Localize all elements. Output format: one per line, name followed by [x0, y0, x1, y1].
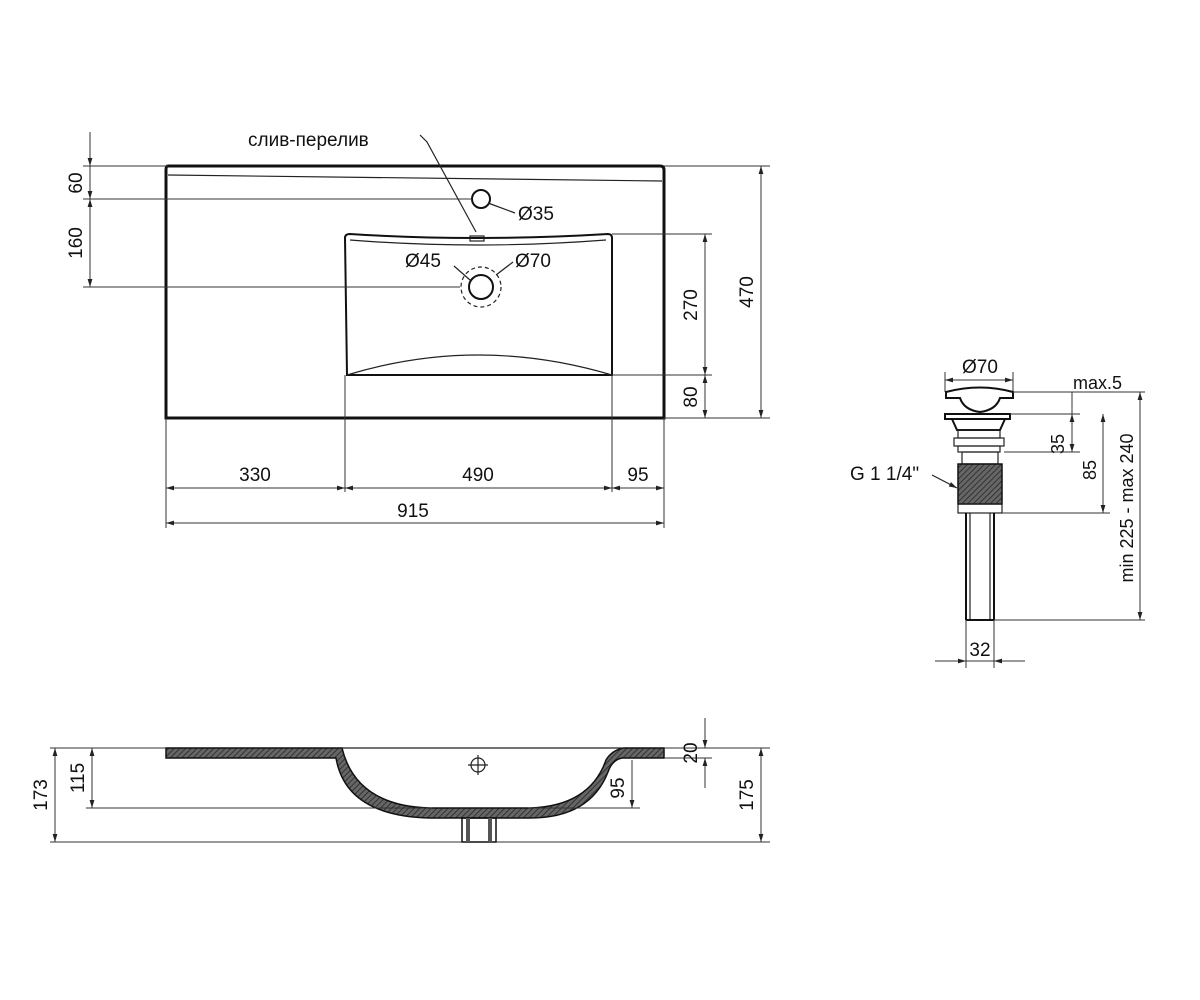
- drain-thread: [957, 463, 1003, 505]
- tap-hole: [471, 189, 491, 209]
- thread-leader: [931, 474, 958, 489]
- overflow-slot: [469, 235, 485, 242]
- basin-back-slope: [349, 239, 607, 246]
- tap-hole-leader: [487, 202, 516, 214]
- dim-text-173: 173: [31, 779, 52, 811]
- drain-outer-circle: [460, 266, 502, 308]
- dim-text-175: 175: [737, 779, 758, 811]
- back-edge-line: [167, 174, 663, 182]
- dim-text-60: 60: [66, 172, 87, 193]
- dim-text-160: 160: [66, 227, 87, 259]
- dim-text-80: 80: [681, 386, 702, 407]
- dim-text-330: 330: [239, 465, 271, 486]
- drain-thread-end: [957, 503, 1003, 514]
- tap-hole-diameter-label: Ø35: [518, 204, 554, 225]
- dim-text-95-section: 95: [608, 777, 629, 798]
- drain-cap: [945, 386, 1014, 414]
- dim-text-115: 115: [68, 763, 89, 793]
- drain-nut-1: [957, 429, 1001, 439]
- dim-text-915: 915: [397, 501, 429, 522]
- drain-outer-leader: [495, 261, 514, 276]
- drain-inner-circle: [468, 274, 494, 300]
- drain-inner-diameter-label: Ø45: [405, 251, 441, 272]
- section-drain-wall-right: [488, 818, 492, 842]
- dim-text-35: 35: [1048, 434, 1068, 454]
- overflow-label: слив-перелив: [248, 130, 369, 151]
- basin-front-slope: [346, 354, 613, 376]
- dim-text-490: 490: [462, 465, 494, 486]
- drain-nut-3: [957, 445, 1001, 453]
- cap-diameter-label: Ø70: [962, 357, 998, 378]
- thread-label: G 1 1/4": [850, 464, 919, 485]
- overflow-leader: [419, 134, 477, 233]
- dim-text-85: 85: [1080, 460, 1100, 480]
- dim-text-20: 20: [681, 742, 702, 763]
- dim-text-470: 470: [737, 276, 758, 308]
- top-view: слив-перелив Ø35 Ø45 Ø70 60 160 270 80 4…: [66, 130, 770, 528]
- countertop-outline: [164, 164, 666, 420]
- drain-view: Ø70 max.5 35 85 min 225 - max 240 G: [850, 357, 1145, 668]
- dim-text-270: 270: [681, 289, 702, 321]
- drain-body-top: [950, 418, 1007, 431]
- basin-outline: [343, 232, 613, 376]
- section-drain-stub: [461, 817, 497, 843]
- drain-inner-leader: [453, 265, 471, 281]
- drain-collar: [961, 451, 999, 465]
- section-drain-wall-left: [466, 818, 470, 842]
- cap-height-label: max.5: [1073, 373, 1122, 393]
- drain-outer-diameter-label: Ø70: [515, 251, 551, 272]
- pipe-diameter-label: 32: [969, 640, 990, 661]
- section-view: 173 115 95 20 175: [31, 718, 770, 843]
- length-range-label: min 225 - max 240: [1117, 433, 1137, 582]
- dim-text-95: 95: [627, 465, 648, 486]
- drain-nut-2: [953, 437, 1005, 447]
